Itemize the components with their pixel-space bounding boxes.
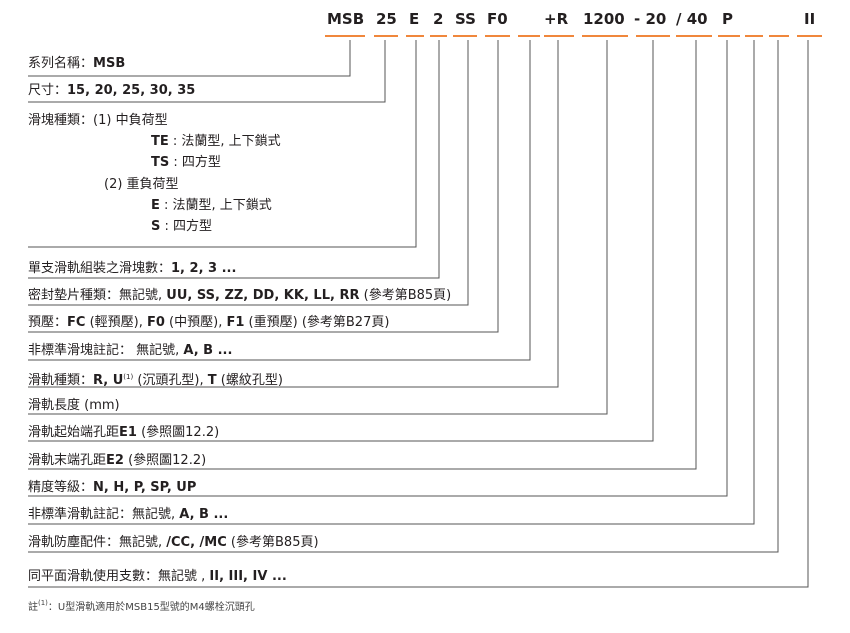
row-size: 尺寸：15, 20, 25, 30, 35: [28, 83, 196, 98]
row-nonstd-block: 非標準滑塊註記： 無記號, A, B ...: [28, 343, 233, 358]
row-preload: 預壓：FC (輕預壓), F0 (中預壓), F1 (重預壓) (參考第B27頁…: [28, 315, 390, 330]
row-rail-count: 同平面滑軌使用支數：無記號 , II, III, IV ...: [28, 569, 287, 584]
leader-accuracy: [28, 40, 728, 497]
block-type-ts: TS : 四方型: [151, 155, 221, 170]
dash-block-count: [430, 35, 447, 37]
leader-block-count: [28, 40, 440, 279]
code-series: MSB: [327, 10, 365, 28]
row-series: 系列名稱：MSB: [28, 56, 126, 71]
dash-rail-type: [544, 35, 574, 37]
leader-rail-length: [28, 40, 608, 415]
row-seal: 密封墊片種類：無記號, UU, SS, ZZ, DD, KK, LL, RR (…: [28, 288, 452, 303]
leader-size: [28, 40, 386, 103]
block-type-te: TE : 法蘭型, 上下鎖式: [151, 134, 281, 149]
footnote: 註(1)：U型滑軌適用於MSB15型號的M4螺栓沉頭孔: [28, 599, 255, 613]
code-rail-type: +R: [544, 10, 569, 28]
leader-rail-type: [28, 40, 559, 388]
dash-preload: [485, 35, 510, 37]
dash-nonstd-rail: [745, 35, 763, 37]
code-rail-count: II: [804, 10, 816, 28]
row-e2: 滑軌末端孔距E2 (參照圖12.2): [28, 453, 207, 468]
dash-accuracy: [718, 35, 740, 37]
leader-nonstd-rail: [28, 40, 755, 525]
leader-dust: [28, 40, 779, 553]
leader-nonstd-block: [28, 40, 531, 361]
code-seal: SS: [455, 10, 476, 28]
code-accuracy: P: [722, 10, 733, 28]
leader-series: [28, 40, 351, 77]
row-rail-length: 滑軌長度 (mm): [28, 398, 120, 413]
dash-seal: [453, 35, 477, 37]
dash-dust: [769, 35, 789, 37]
leader-seal: [28, 40, 469, 306]
block-type-e: E : 法蘭型, 上下鎖式: [151, 198, 272, 213]
code-rail-length: 1200: [583, 10, 625, 28]
row-accuracy: 精度等級：N, H, P, SP, UP: [28, 480, 197, 495]
dash-e1: [636, 35, 670, 37]
dash-series: [325, 35, 365, 37]
block-type-s: S : 四方型: [151, 219, 213, 234]
dash-rail-length: [582, 35, 628, 37]
dash-block-type: [406, 35, 424, 37]
row-block-count: 單支滑軌組裝之滑塊數：1, 2, 3 ...: [28, 261, 237, 276]
dash-nonstd-block: [518, 35, 540, 37]
leader-preload: [28, 40, 499, 333]
code-e1: - 20: [634, 10, 667, 28]
code-e2: / 40: [676, 10, 708, 28]
code-size: 25: [376, 10, 397, 28]
dash-rail-count: [797, 35, 822, 37]
leader-block-type: [28, 40, 417, 248]
row-e1: 滑軌起始端孔距E1 (參照圖12.2): [28, 425, 220, 440]
leader-e2: [28, 40, 697, 470]
code-preload: F0: [487, 10, 508, 28]
leader-rail-count: [28, 40, 809, 588]
model-code: MSB 25 E 2 SS F0 +R 1200 - 20 / 40 P II: [0, 0, 850, 40]
row-nonstd-rail: 非標準滑軌註記：無記號, A, B ...: [28, 507, 229, 522]
leader-e1: [28, 40, 654, 442]
code-block-count: 2: [433, 10, 444, 28]
dash-size: [374, 35, 398, 37]
code-block-type: E: [409, 10, 420, 28]
row-block-type: 滑塊種類：(1) 中負荷型: [28, 113, 168, 128]
row-dust: 滑軌防塵配件：無記號, /CC, /MC (參考第B85頁): [28, 535, 319, 550]
block-type-heavy: (2) 重負荷型: [104, 177, 179, 192]
row-rail-type: 滑軌種類：R, U(1) (沉頭孔型), T (螺紋孔型): [28, 373, 283, 388]
dash-e2: [676, 35, 712, 37]
